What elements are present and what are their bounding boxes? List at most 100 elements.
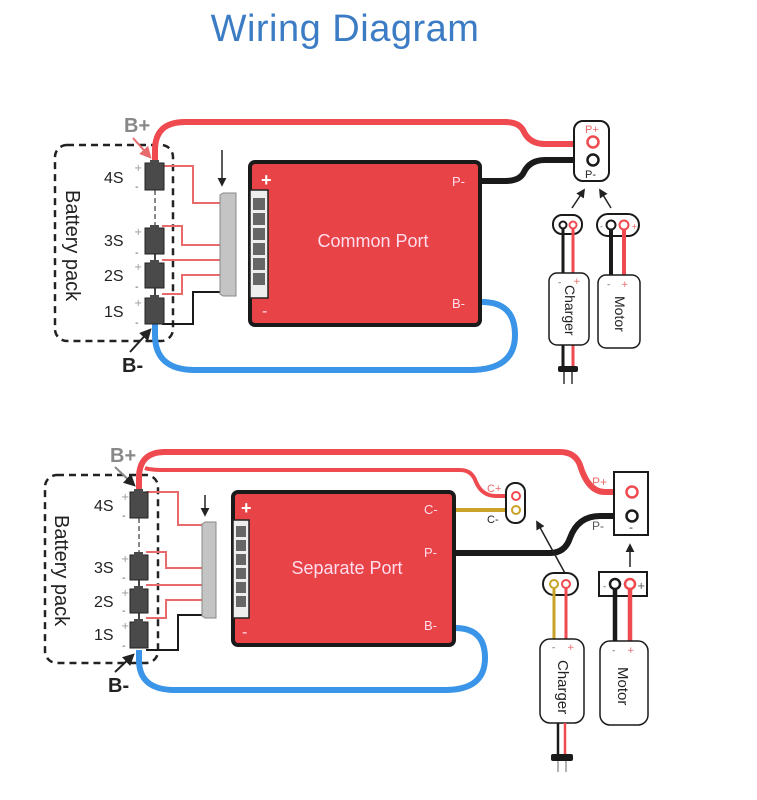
motor-minus: - [612,646,615,656]
balance-wire-ground [162,291,220,325]
motor-minus: - [607,280,610,290]
p-minus-terminal [586,153,600,167]
board-plus: + [241,498,252,518]
p-plus-terminal [586,135,600,149]
p-minus-label: P- [585,169,596,181]
board-minus: - [242,624,247,641]
cell-plus-2s: + [121,588,129,599]
cell-label-2s: 2S [104,268,124,285]
cell-plus-1s: + [121,621,129,632]
cell-plus-4s: + [121,492,129,503]
cell-minus-3s: - [122,573,126,584]
common-port-diagram: Battery pack 4S 3S 2S 1S + - + - + - + [53,115,641,384]
cell-label-3s: 3S [104,233,124,250]
charger-plus-pin [561,579,571,589]
balance-wire-ground [146,614,202,651]
b-minus-wire [152,299,519,373]
balance-wire-4s [162,165,220,204]
motor-body [597,274,641,349]
cell-plus-1s: + [134,298,142,309]
b-plus-arrow [114,466,136,487]
cell-minus-3s: - [135,248,139,259]
board-minus: - [262,303,267,320]
cell-plus-4s: + [134,163,142,174]
p-minus-wire [480,157,593,184]
balance-socket-pins [236,526,246,607]
balance-wire-1s [162,274,220,295]
cell-minus-1s: - [122,641,126,652]
motor-plus: + [627,646,635,656]
b-minus-wire [136,625,489,693]
b-plus-wire [152,119,593,163]
cell-minus-4s: - [122,511,126,522]
b-minus-arrow [114,653,135,673]
balance-wire-3s [162,225,220,246]
output-connector [573,120,610,182]
motor-plug-minus: - [600,222,603,231]
charger-arrow [571,188,585,209]
motor-arrow [599,188,612,209]
p-minus-label: P- [592,519,604,533]
balance-wire-3s [146,551,202,569]
b-plus-label: B+ [124,115,150,137]
balance-wire-4s [146,491,202,526]
cell-label-1s: 1S [94,627,114,644]
charger-plus-pin [568,220,578,230]
cell-minus-1s: - [135,318,139,329]
separate-port-diagram: Battery pack 4S 3S 2S 1S + - + - + [43,445,649,772]
c-plus-label: C+ [487,483,501,495]
battery-pack-label: Battery pack [50,515,72,627]
c-plus-wire [144,466,515,498]
terminal-b-minus: B- [424,618,437,633]
board-label: Separate Port [291,558,402,578]
charger-minus: - [552,643,555,653]
charger-minus: - [558,278,561,288]
motor-plus-pin [623,577,637,591]
c-minus-label: C- [487,514,499,526]
charger-body [539,638,585,724]
motor-body [599,640,649,726]
cell-label-1s: 1S [104,304,124,321]
b-plus-wire [136,449,632,495]
motor-plug [598,571,648,597]
cell-minus-2s: - [122,606,126,617]
motor-minus-pin [608,577,622,591]
cell-1s [129,619,149,649]
terminal-b-minus: B- [452,296,465,311]
cell-minus-2s: - [135,282,139,293]
motor-minus-pin [605,219,617,231]
terminal-p-minus: P- [424,545,437,560]
charger-label: Charger [554,660,571,714]
charger-plug [552,214,583,235]
cell-label-4s: 4S [94,498,114,515]
charger-arrow [536,520,567,576]
motor-plug-plus: + [631,222,638,231]
b-minus-label: B- [122,355,143,377]
cell-3s [144,225,165,255]
charger-plus: + [573,277,581,287]
cell-2s [129,586,149,614]
motor-plug-minus: - [603,582,606,592]
battery-pack-label: Battery pack [61,190,83,302]
board-plus: + [261,170,272,190]
charger-body [548,272,590,346]
battery-pack-outline [53,143,175,343]
b-plus-arrow [132,137,152,159]
motor-plus: + [621,280,629,290]
mains-plug-icon [551,754,573,772]
board-label: Common Port [317,231,428,251]
balance-plug [219,192,237,297]
cell-1s [144,295,165,325]
p-plus-terminal [625,485,639,499]
p-plus-label: P+ [585,124,599,136]
cell-minus-4s: - [135,182,139,193]
motor-label: Motor [612,296,628,332]
page-title: Wiring Diagram [210,8,480,50]
cell-3s [129,552,149,581]
b-minus-label: B- [108,675,129,697]
p-minus-terminal [625,509,639,523]
b-minus-arrow [129,328,152,353]
balance-wire-1s [146,599,202,619]
b-plus-label: B+ [110,445,136,467]
charge-connector [505,482,526,524]
